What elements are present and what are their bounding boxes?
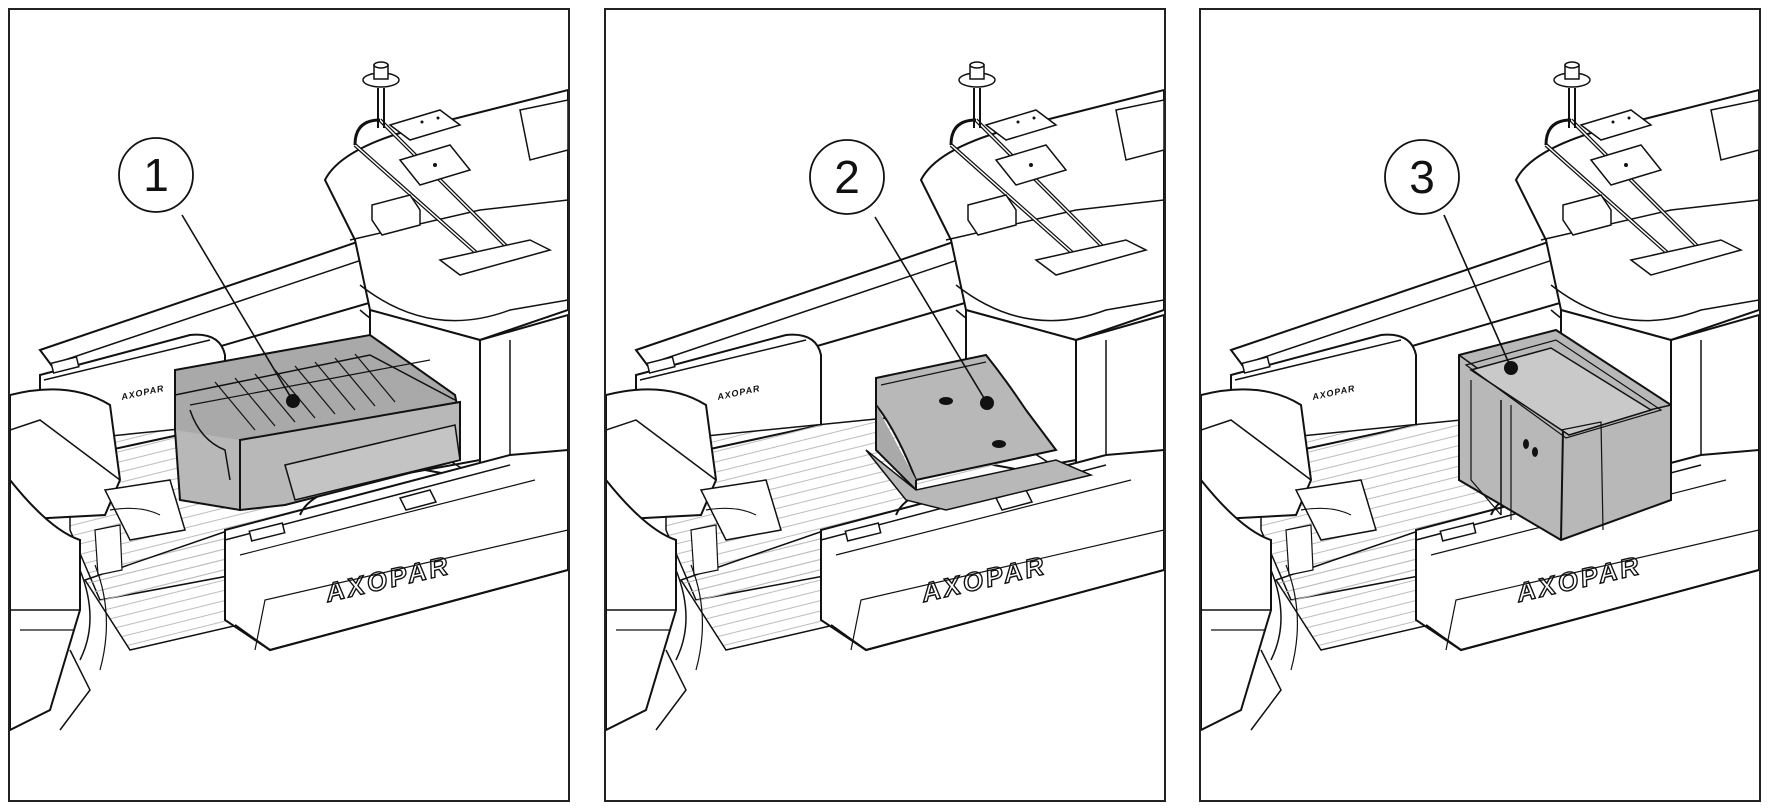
callout-number: 2: [834, 151, 860, 203]
panel-1-drawing: AXOPAR AXOPAR: [10, 10, 568, 800]
seat-base-highlight: [865, 353, 1094, 511]
panel-1: AXOPAR AXOPAR: [8, 8, 570, 802]
callout-target-dot: [286, 394, 300, 408]
panel-3: AXOPAR AXOPAR 3: [1199, 8, 1761, 802]
callout-target-dot: [980, 396, 994, 410]
panel-2-drawing: AXOPAR AXOPAR 2: [606, 10, 1164, 800]
callout-number: 3: [1409, 151, 1435, 203]
callout-circle: [1384, 139, 1460, 215]
callout-leader-line: [1443, 214, 1512, 369]
callout-leader-line: [181, 214, 294, 402]
callout-leader-line: [874, 216, 988, 404]
callout-circle: [809, 139, 885, 215]
callout-target-dot: [1504, 361, 1518, 375]
panel-2: AXOPAR AXOPAR 2: [604, 8, 1166, 802]
panel-3-drawing: AXOPAR AXOPAR 3: [1201, 10, 1759, 800]
cushion-cover-highlight: [174, 333, 462, 512]
callout-number: 1: [143, 149, 169, 201]
callout-circle: [118, 137, 194, 213]
